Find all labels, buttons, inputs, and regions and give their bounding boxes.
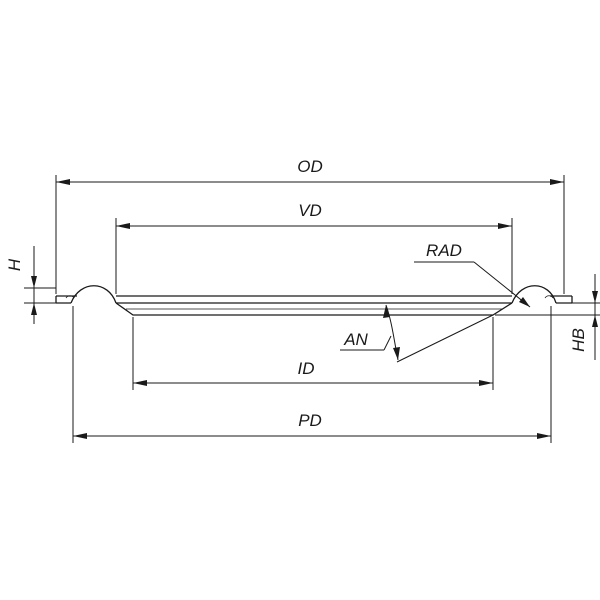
- hb-label: HB: [569, 328, 588, 352]
- rad-label: RAD: [426, 241, 462, 260]
- id-label: ID: [298, 359, 315, 378]
- left-bead-tip: [65, 295, 75, 299]
- vd-dimension: VD: [115, 201, 513, 294]
- left-bead: [70, 285, 117, 304]
- an-dimension: AN: [340, 304, 494, 363]
- h-dimension: H: [5, 246, 56, 324]
- hb-dimension: HB: [495, 274, 600, 360]
- pd-label: PD: [298, 411, 322, 430]
- pd-dimension: PD: [72, 306, 552, 443]
- od-label: OD: [297, 157, 323, 176]
- id-dimension: ID: [132, 317, 494, 390]
- an-label: AN: [343, 330, 368, 349]
- part-profile: [55, 285, 573, 316]
- h-label: H: [5, 258, 24, 271]
- right-bead: [511, 285, 557, 304]
- right-bead-tip: [544, 295, 554, 299]
- od-dimension: OD: [55, 157, 565, 294]
- rad-dimension: RAD: [414, 241, 531, 308]
- vd-label: VD: [298, 201, 322, 220]
